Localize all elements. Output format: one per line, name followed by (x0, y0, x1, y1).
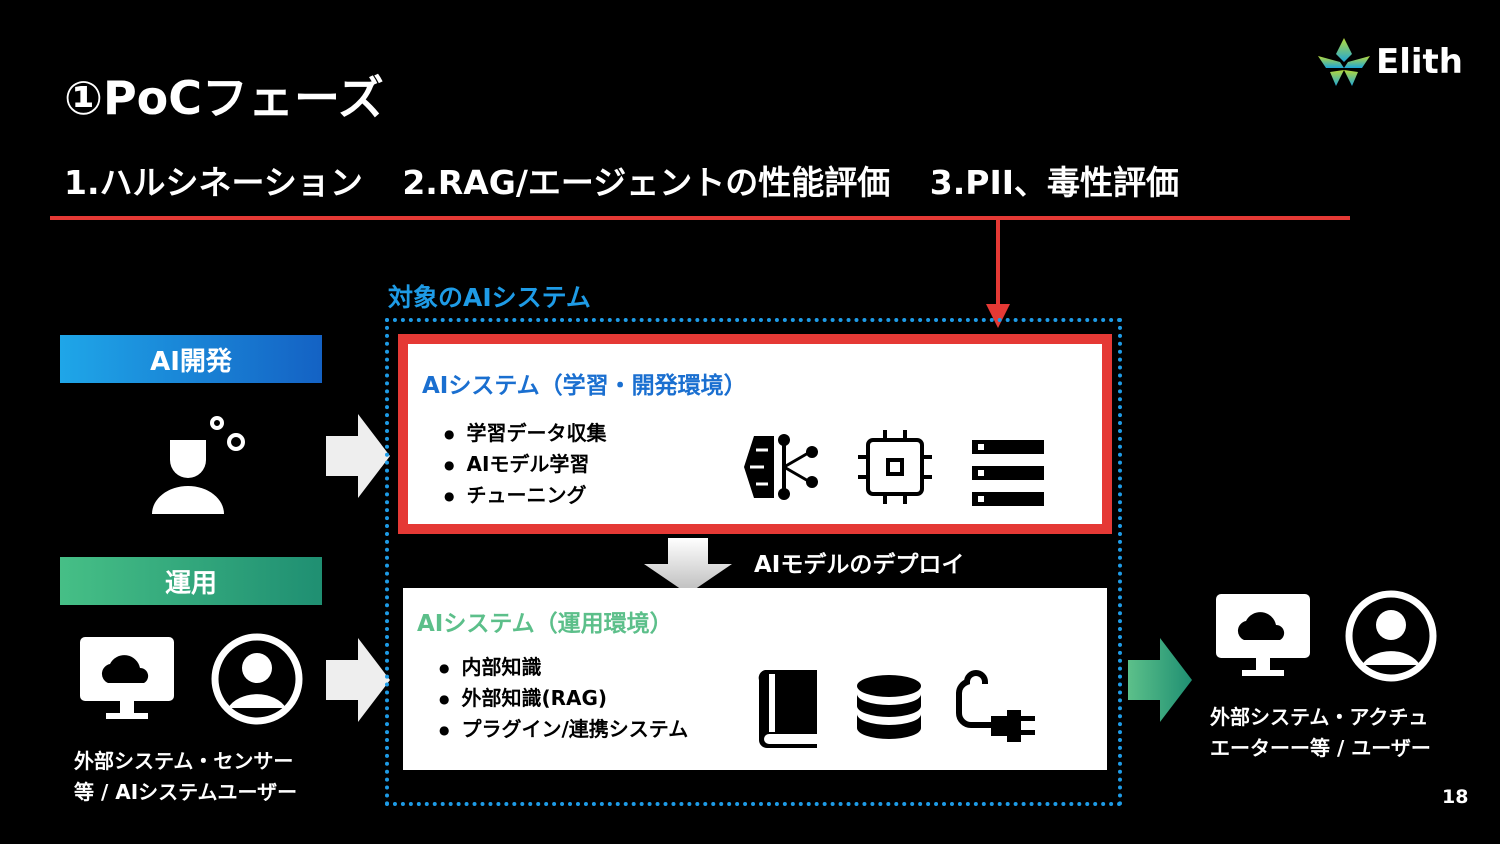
list-item: AIモデル学習 (444, 449, 606, 480)
dev-items: 学習データ収集 AIモデル学習 チューニング (444, 418, 606, 511)
dev-box-title: AIシステム（学習・開発環境） (422, 373, 747, 399)
user-icon (211, 633, 303, 725)
ai-brain-icon (744, 434, 818, 500)
caption-line: 外部システム・センサー (74, 749, 294, 773)
caption-line: 等 / AIシステムユーザー (74, 780, 298, 804)
monitor-cloud-icon (80, 637, 174, 719)
logo: Elith (1316, 36, 1463, 88)
ops-environment-box: AIシステム（運用環境） 内部知識 外部知識(RAG) プラグイン/連携システム (403, 588, 1107, 770)
red-arrow-head (986, 304, 1010, 328)
dev-environment-box: AIシステム（学習・開発環境） 学習データ収集 AIモデル学習 チューニング (398, 334, 1112, 534)
arrow-right-green-icon (1128, 638, 1192, 722)
caption-line: エーターー等 / ユーザー (1210, 736, 1431, 760)
page-title: ①PoCフェーズ (64, 71, 384, 125)
item-hallucination: 1.ハルシネーション (64, 163, 363, 202)
arrow-right-icon (326, 414, 390, 498)
cpu-chip-icon (858, 430, 932, 504)
ops-box-title: AIシステム（運用環境） (417, 611, 673, 637)
item-rag-agent: 2.RAG/エージェントの性能評価 (402, 163, 891, 202)
divider-line (50, 216, 1350, 220)
list-item: プラグイン/連携システム (439, 714, 688, 745)
deploy-arrow-icon (644, 538, 732, 594)
logo-leaf-icon (1318, 38, 1370, 86)
developer-icon (152, 416, 245, 514)
evaluation-items: 1.ハルシネーション 2.RAG/エージェントの性能評価 3.PII、毒性評価 (64, 156, 1207, 204)
deploy-label: AIモデルのデプロイ (754, 552, 965, 578)
list-item: 外部知識(RAG) (439, 683, 688, 714)
arrow-right-icon (326, 638, 390, 722)
left-caption: 外部システム・センサー 等 / AIシステムユーザー (74, 746, 297, 808)
target-system-label: 対象のAIシステム (388, 283, 591, 312)
list-item: チューニング (444, 480, 606, 511)
item-pii: 3.PII、毒性評価 (929, 163, 1180, 202)
page-number: 18 (1442, 786, 1469, 808)
plugin-icon (956, 670, 1035, 742)
list-item: 学習データ収集 (444, 418, 606, 449)
right-caption: 外部システム・アクチュ エーターー等 / ユーザー (1210, 702, 1431, 764)
ai-dev-tag: AI開発 (60, 335, 322, 383)
red-arrow-shaft (996, 220, 1000, 310)
monitor-cloud-icon (1216, 594, 1310, 676)
database-icon (857, 675, 921, 739)
ops-items: 内部知識 外部知識(RAG) プラグイン/連携システム (439, 652, 688, 745)
server-icon (972, 440, 1044, 506)
target-system-boundary (385, 318, 1122, 806)
ops-tag: 運用 (60, 557, 322, 605)
caption-line: 外部システム・アクチュ (1210, 705, 1429, 729)
list-item: 内部知識 (439, 652, 688, 683)
logo-text: Elith (1376, 42, 1463, 82)
book-icon (758, 670, 817, 748)
user-icon (1345, 590, 1437, 682)
